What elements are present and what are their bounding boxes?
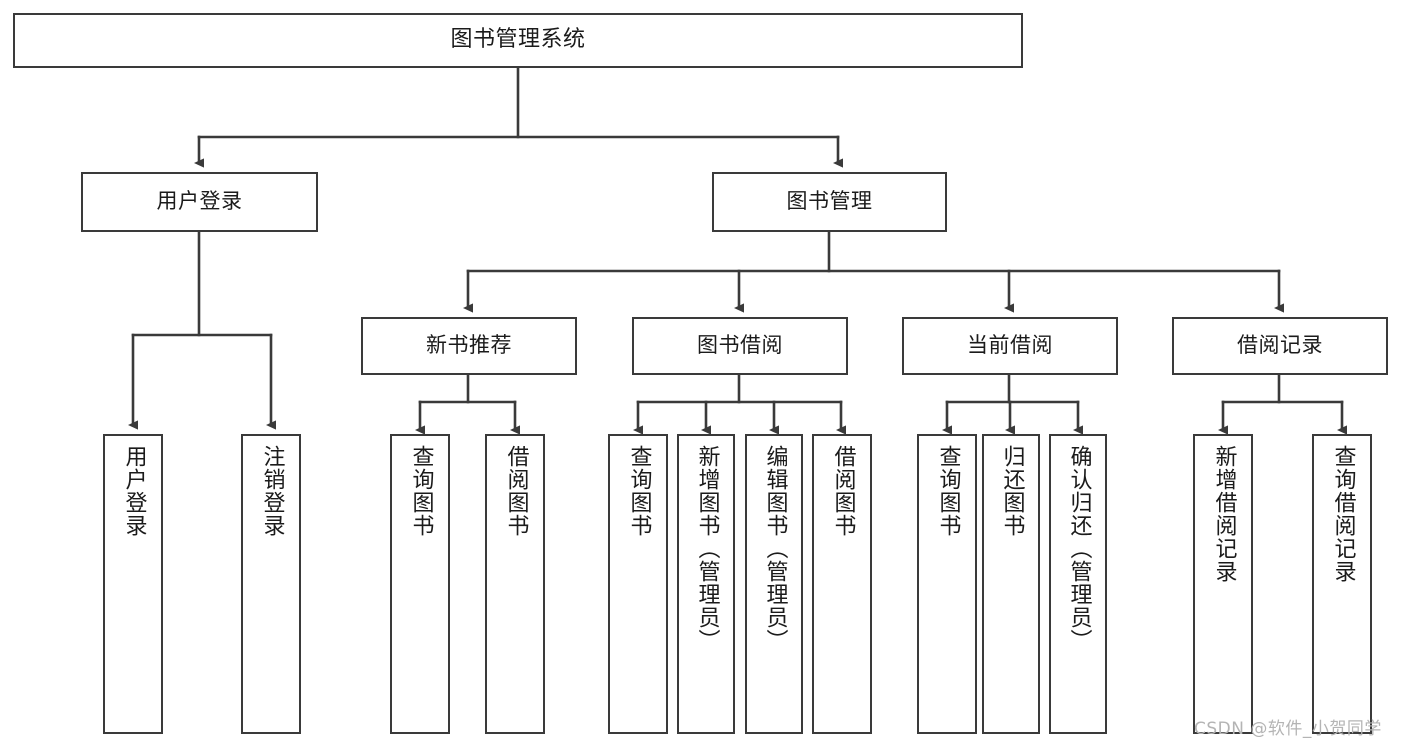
node-label: 用户登录 — [121, 445, 147, 537]
node-label: 编辑图书（管理员） — [762, 445, 788, 652]
node-label: 新书推荐 — [426, 333, 512, 358]
leaf-user-login-logout[interactable]: 注销登录 — [241, 434, 301, 734]
node-label: 查询图书 — [935, 445, 961, 537]
node-new-book-recommendation[interactable]: 新书推荐 — [361, 317, 577, 375]
leaf-current-borrow-query-book[interactable]: 查询图书 — [917, 434, 977, 734]
node-user-login[interactable]: 用户登录 — [81, 172, 318, 232]
csdn-watermark: CSDN @软件_小贺同学 — [1194, 719, 1382, 739]
node-label: 查询图书 — [408, 445, 434, 537]
node-book-management[interactable]: 图书管理 — [712, 172, 947, 232]
node-label: 借阅记录 — [1237, 333, 1323, 358]
node-label: 当前借阅 — [967, 333, 1053, 358]
node-label: 图书管理系统 — [450, 27, 586, 53]
leaf-current-borrow-return-book[interactable]: 归还图书 — [982, 434, 1040, 734]
leaf-book-borrow-query-book[interactable]: 查询图书 — [608, 434, 668, 734]
leaf-user-login-login[interactable]: 用户登录 — [103, 434, 163, 734]
node-book-borrow[interactable]: 图书借阅 — [632, 317, 848, 375]
node-label: 新增借阅记录 — [1211, 445, 1237, 583]
node-label: 新增图书（管理员） — [694, 445, 720, 652]
node-borrow-record[interactable]: 借阅记录 — [1172, 317, 1388, 375]
leaf-new-book-borrow-book[interactable]: 借阅图书 — [485, 434, 545, 734]
leaf-book-borrow-borrow-book[interactable]: 借阅图书 — [812, 434, 872, 734]
node-label: 用户登录 — [156, 189, 243, 214]
node-label: 归还图书 — [999, 445, 1025, 537]
node-current-borrow[interactable]: 当前借阅 — [902, 317, 1118, 375]
leaf-borrow-record-query-record[interactable]: 查询借阅记录 — [1312, 434, 1372, 734]
node-label: 图书管理 — [786, 189, 873, 214]
node-label: 借阅图书 — [503, 445, 529, 537]
leaf-book-borrow-add-book-admin[interactable]: 新增图书（管理员） — [677, 434, 735, 734]
node-label: 查询图书 — [626, 445, 652, 537]
node-label: 查询借阅记录 — [1330, 445, 1356, 583]
leaf-borrow-record-add-record[interactable]: 新增借阅记录 — [1193, 434, 1253, 734]
leaf-book-borrow-edit-book-admin[interactable]: 编辑图书（管理员） — [745, 434, 803, 734]
node-label: 确认归还（管理员） — [1066, 445, 1092, 652]
node-label: 图书借阅 — [697, 333, 783, 358]
node-label: 借阅图书 — [830, 445, 856, 537]
leaf-current-borrow-confirm-return-admin[interactable]: 确认归还（管理员） — [1049, 434, 1107, 734]
node-label: 注销登录 — [259, 445, 285, 537]
leaf-new-book-query-book[interactable]: 查询图书 — [390, 434, 450, 734]
node-root-book-management-system[interactable]: 图书管理系统 — [13, 13, 1023, 68]
